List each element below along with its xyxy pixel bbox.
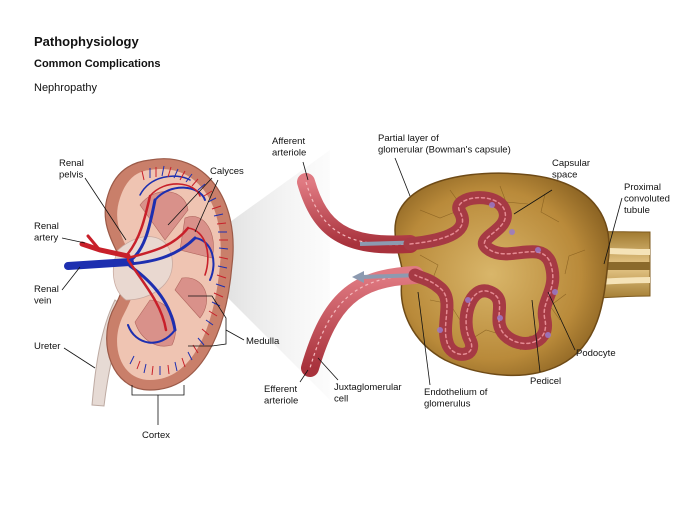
leader-efferent <box>299 369 309 383</box>
label-podocyte: Podocyte <box>576 348 616 359</box>
label-cortex-line-0: Cortex <box>142 430 170 441</box>
leader-calyces-2 <box>194 179 219 233</box>
label-calyces: Calyces <box>210 166 244 177</box>
label-efferent-arteriole-line-0: Efferent <box>264 384 297 395</box>
label-capsular-space-line-0: Capsular <box>552 158 590 169</box>
page-title: Pathophysiology <box>34 34 139 49</box>
leader-afferent <box>302 161 309 181</box>
leader-pedicel <box>531 299 541 373</box>
zoom-wedge <box>205 150 330 400</box>
leader-lines <box>61 157 623 386</box>
label-renal-pelvis-line-1: pelvis <box>59 170 84 181</box>
label-ureter-line-0: Ureter <box>34 341 60 352</box>
podocytes <box>437 202 558 338</box>
glomerular-capillaries <box>403 191 560 361</box>
label-renal-vein-line-0: Renal <box>34 284 59 295</box>
leader-medulla <box>225 329 245 341</box>
label-renal-pelvis-line-0: Renal <box>59 158 84 169</box>
label-juxtaglomerular-cell-line-0: Juxtaglomerular <box>334 382 402 393</box>
label-bowmans-capsule-line-0: Partial layer of <box>378 133 439 144</box>
cortex-bracket <box>131 385 185 425</box>
leader-capsular-space <box>513 189 553 215</box>
page-subtitle: Common Complications <box>34 58 161 70</box>
leader-proximal-tubule <box>603 197 623 265</box>
label-endothelium-line-1: glomerulus <box>424 399 471 410</box>
label-efferent-arteriole-line-1: arteriole <box>264 396 298 407</box>
label-medulla-line-0: Medulla <box>246 336 280 347</box>
label-juxtaglomerular-cell-line-1: cell <box>334 394 348 405</box>
leader-endothelium <box>417 291 431 386</box>
renal-vein-vessels <box>64 175 215 344</box>
label-renal-vein-line-1: vein <box>34 296 51 307</box>
label-proximal-tubule-line-0: Proximal <box>624 182 661 193</box>
label-proximal-tubule-line-1: convoluted <box>624 194 670 205</box>
renal-artery-vessels <box>79 183 209 332</box>
label-podocyte-line-0: Podocyte <box>576 348 616 359</box>
interlobular-vessels <box>129 165 229 376</box>
label-cortex: Cortex <box>142 430 170 441</box>
label-afferent-arteriole-line-0: Afferent <box>272 136 305 147</box>
leader-renal-artery <box>61 237 86 244</box>
leader-renal-vein <box>61 266 81 291</box>
label-pedicel-line-0: Pedicel <box>530 376 561 387</box>
page-topic: Nephropathy <box>34 82 97 94</box>
label-calyces-line-0: Calyces <box>210 166 244 177</box>
leader-bowmans <box>394 157 411 197</box>
medulla-bracket <box>188 295 227 347</box>
label-capsular-space-line-1: space <box>552 170 577 181</box>
label-renal-artery-line-1: artery <box>34 233 59 244</box>
leader-ureter <box>63 347 96 369</box>
glomerulus-detail <box>297 172 651 377</box>
label-medulla: Medulla <box>246 336 280 347</box>
label-ureter: Ureter <box>34 341 60 352</box>
leader-calyces-1 <box>167 177 213 226</box>
leader-renal-pelvis <box>84 177 127 241</box>
kidney-cross-section <box>64 158 234 407</box>
label-afferent-arteriole-line-1: arteriole <box>272 148 306 159</box>
label-bowmans-capsule-line-1: glomerular (Bowman's capsule) <box>378 145 511 156</box>
label-pedicel: Pedicel <box>530 376 561 387</box>
label-endothelium-line-0: Endothelium of <box>424 387 488 398</box>
label-proximal-tubule-line-2: tubule <box>624 205 650 216</box>
leader-podocyte <box>547 291 576 351</box>
leader-juxtaglomerular <box>317 357 339 381</box>
label-renal-artery-line-0: Renal <box>34 221 59 232</box>
